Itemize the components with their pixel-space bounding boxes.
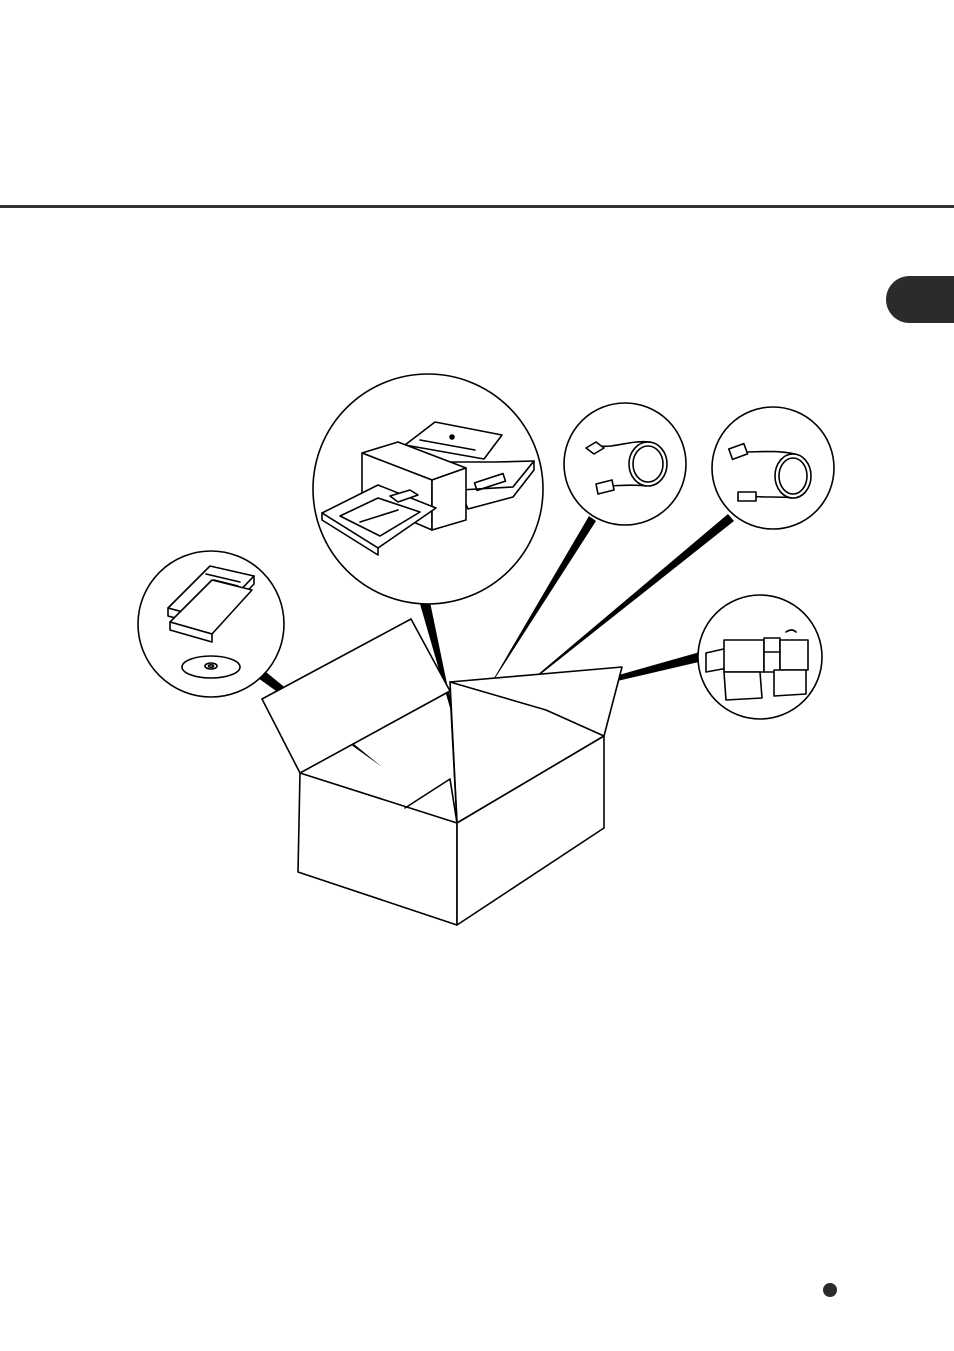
- page-marker-dot: [823, 1283, 837, 1297]
- roller-icon: [698, 595, 822, 719]
- manuals-cd-icon: [138, 551, 284, 697]
- cable-icon: [564, 403, 686, 525]
- cable-icon: [712, 407, 834, 529]
- scanner-icon: [313, 374, 543, 604]
